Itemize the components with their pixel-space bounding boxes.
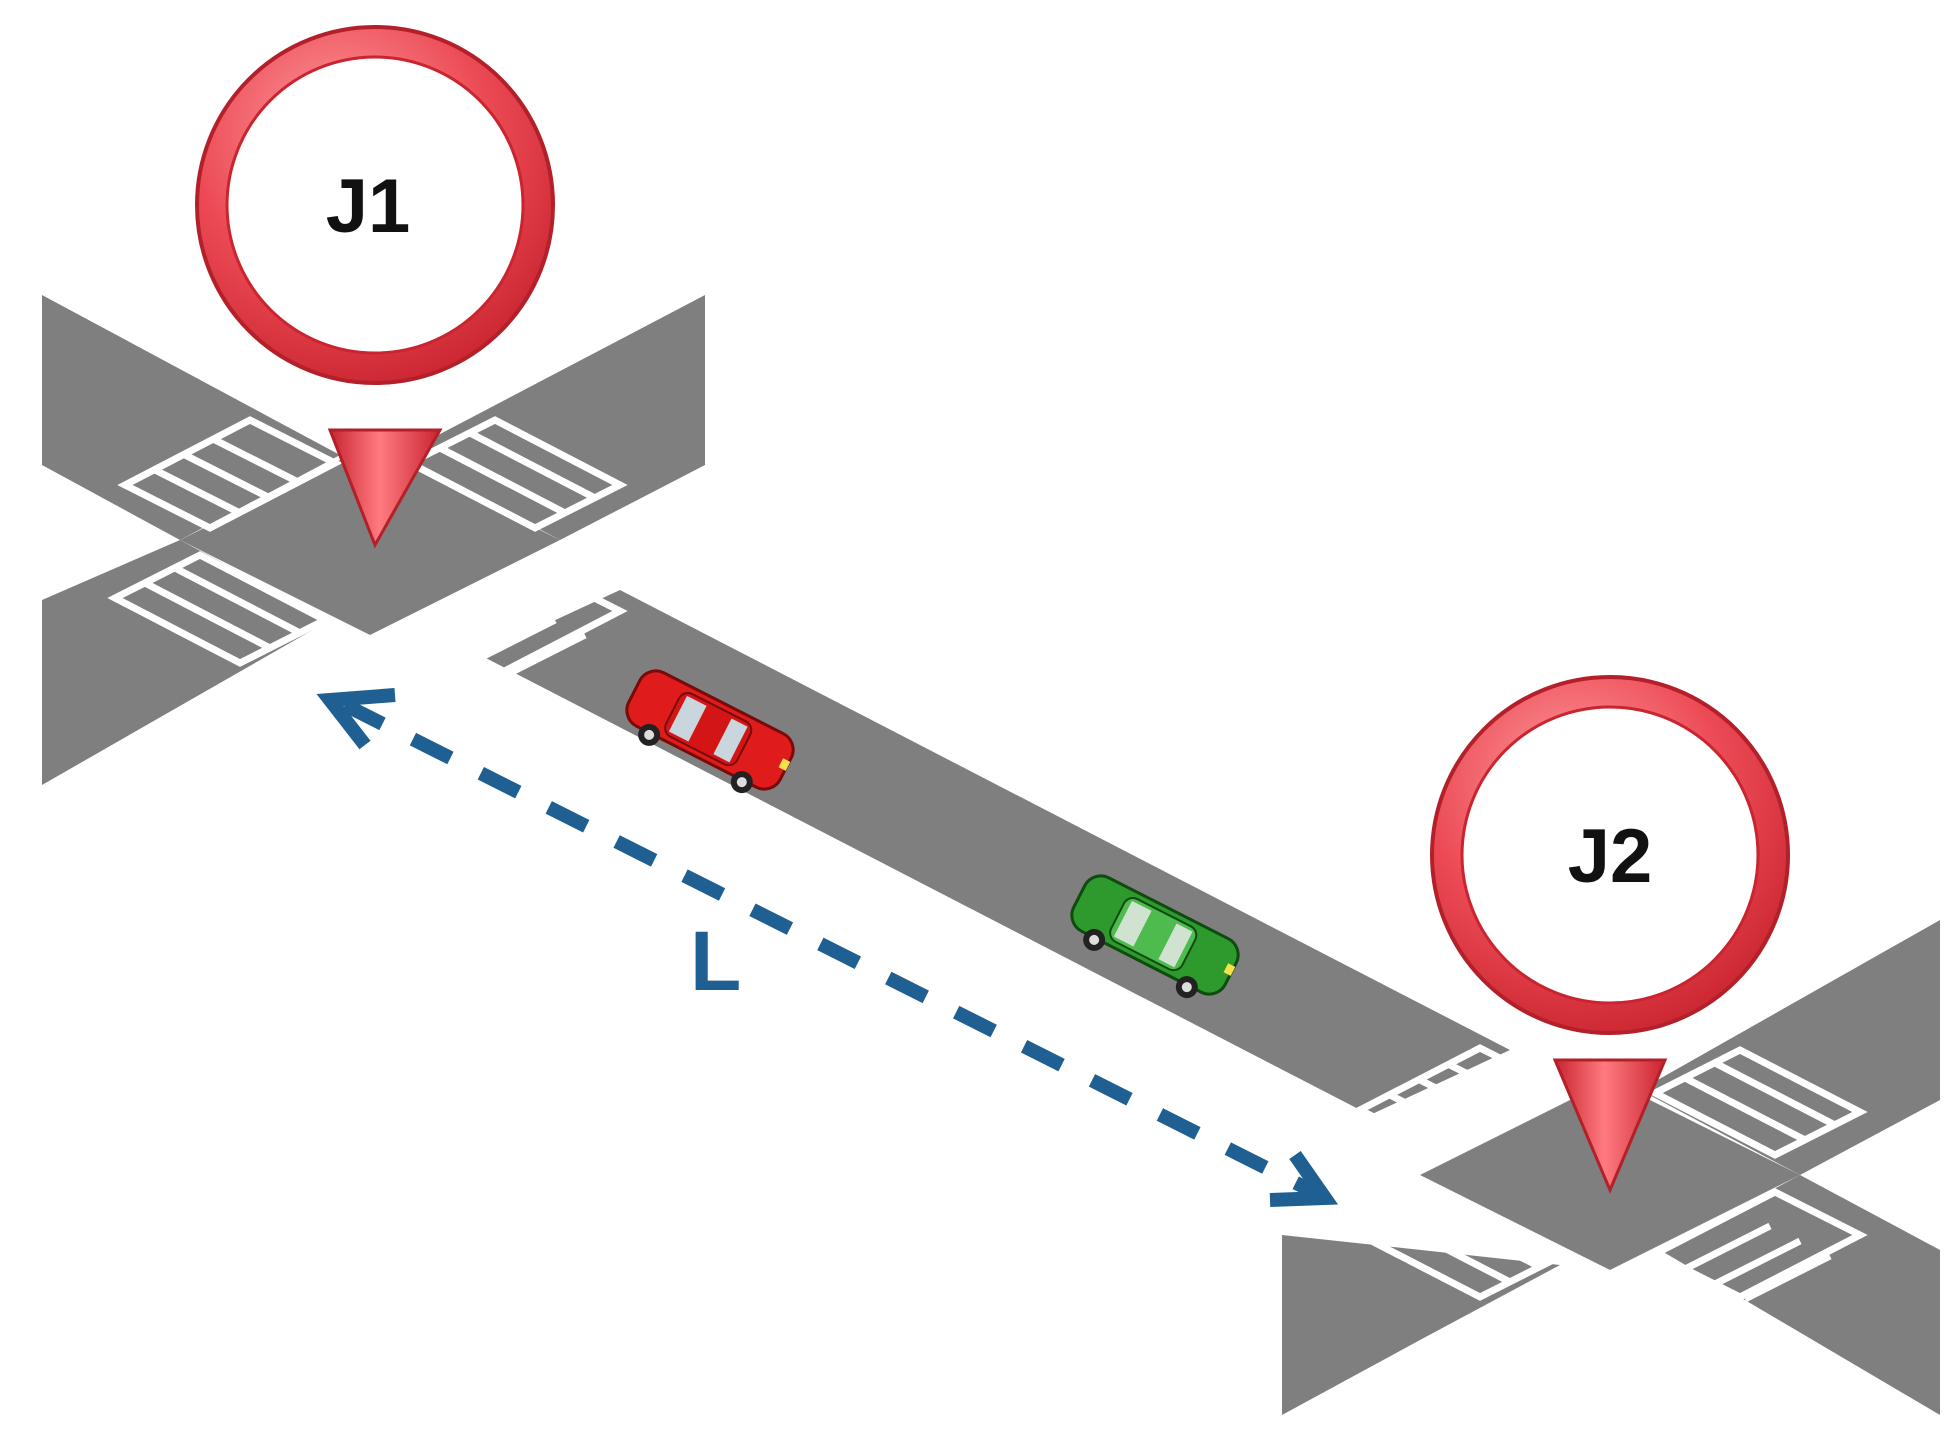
crosswalk-j1-nw xyxy=(117,416,343,532)
crosswalk-j2-ne xyxy=(1647,1046,1868,1159)
double-arrow-icon xyxy=(316,688,1339,1207)
road-arm-j2-se xyxy=(1660,1175,1940,1415)
road-arm-j1-nw xyxy=(42,295,340,540)
crosswalk-j2-nw xyxy=(1352,1044,1573,1157)
crosswalk-j2-se xyxy=(1647,1188,1868,1303)
map-pin-icon xyxy=(195,25,555,549)
road-arm-j1-ne xyxy=(400,295,705,540)
crosswalk-j1-se xyxy=(402,564,628,682)
crosswalk-j2-sw xyxy=(1352,1188,1573,1301)
car-icon xyxy=(625,669,795,794)
crosswalk-j1-ne xyxy=(402,416,628,532)
map-pin-icon xyxy=(1430,675,1790,1194)
intersection-j1 xyxy=(42,295,705,785)
car-icon xyxy=(1070,874,1240,999)
distance-label: L xyxy=(690,914,741,1008)
crosswalk-j1-sw xyxy=(107,551,333,667)
road-arm-j2-sw xyxy=(1282,1235,1560,1415)
pin-label-j1: J1 xyxy=(326,164,411,249)
pin-label-j2: J2 xyxy=(1568,814,1653,899)
